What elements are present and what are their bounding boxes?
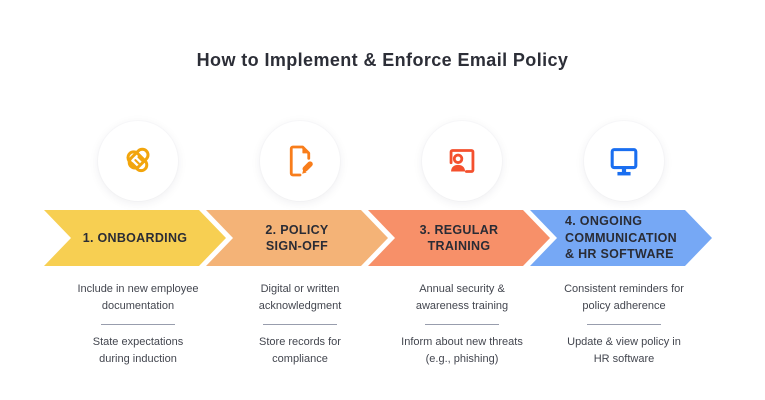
step-note: Consistent reminders for policy adherenc… (564, 283, 684, 312)
note-divider (263, 324, 337, 325)
steps-row: 1. ONBOARDING Include in new employee do… (44, 0, 712, 400)
step-chevron: 1. ONBOARDING (44, 210, 226, 266)
step-label: 4. ONGOING COMMUNICATION & HR SOFTWARE (565, 214, 677, 262)
handshake-icon (126, 147, 150, 173)
step-column-onboarding: 1. ONBOARDING Include in new employee do… (44, 0, 226, 400)
monitor-icon (610, 148, 638, 176)
step-notes: Digital or written acknowledgment Store … (219, 281, 381, 367)
step-label: 2. POLICY SIGN-OFF (265, 222, 329, 254)
step-icon-circle (584, 121, 664, 201)
step-column-regular-training: 3. REGULAR TRAINING Annual security & aw… (368, 0, 550, 400)
step-note: Digital or written acknowledgment (258, 283, 342, 312)
step-icon-circle (422, 121, 502, 201)
step-column-policy-sign-off: 2. POLICY SIGN-OFF Digital or written ac… (206, 0, 388, 400)
step-label: 3. REGULAR TRAINING (419, 222, 499, 254)
step-chevron: 4. ONGOING COMMUNICATION & HR SOFTWARE (530, 210, 712, 266)
note-divider (587, 324, 661, 325)
step-note: State expectations during induction (92, 336, 184, 365)
step-column-ongoing-communication: 4. ONGOING COMMUNICATION & HR SOFTWARE C… (530, 0, 712, 400)
step-notes: Include in new employee documentation St… (57, 281, 219, 367)
note-divider (101, 324, 175, 325)
step-label: 1. ONBOARDING (82, 230, 188, 245)
training-presenter-icon (449, 149, 475, 173)
step-notes: Annual security & awareness training Inf… (381, 281, 543, 367)
step-notes: Consistent reminders for policy adherenc… (543, 281, 705, 367)
document-sign-icon (289, 145, 313, 177)
note-divider (425, 324, 499, 325)
step-icon-circle (260, 121, 340, 201)
step-note: Inform about new threats (e.g., phishing… (401, 336, 523, 365)
step-note: Update & view policy in HR software (567, 336, 681, 365)
step-icon-circle (98, 121, 178, 201)
page-title: How to Implement & Enforce Email Policy (196, 50, 569, 70)
step-note: Annual security & awareness training (415, 283, 509, 312)
step-note: Store records for compliance (259, 336, 341, 365)
step-chevron: 3. REGULAR TRAINING (368, 210, 550, 266)
step-note: Include in new employee documentation (77, 283, 199, 312)
step-chevron: 2. POLICY SIGN-OFF (206, 210, 388, 266)
